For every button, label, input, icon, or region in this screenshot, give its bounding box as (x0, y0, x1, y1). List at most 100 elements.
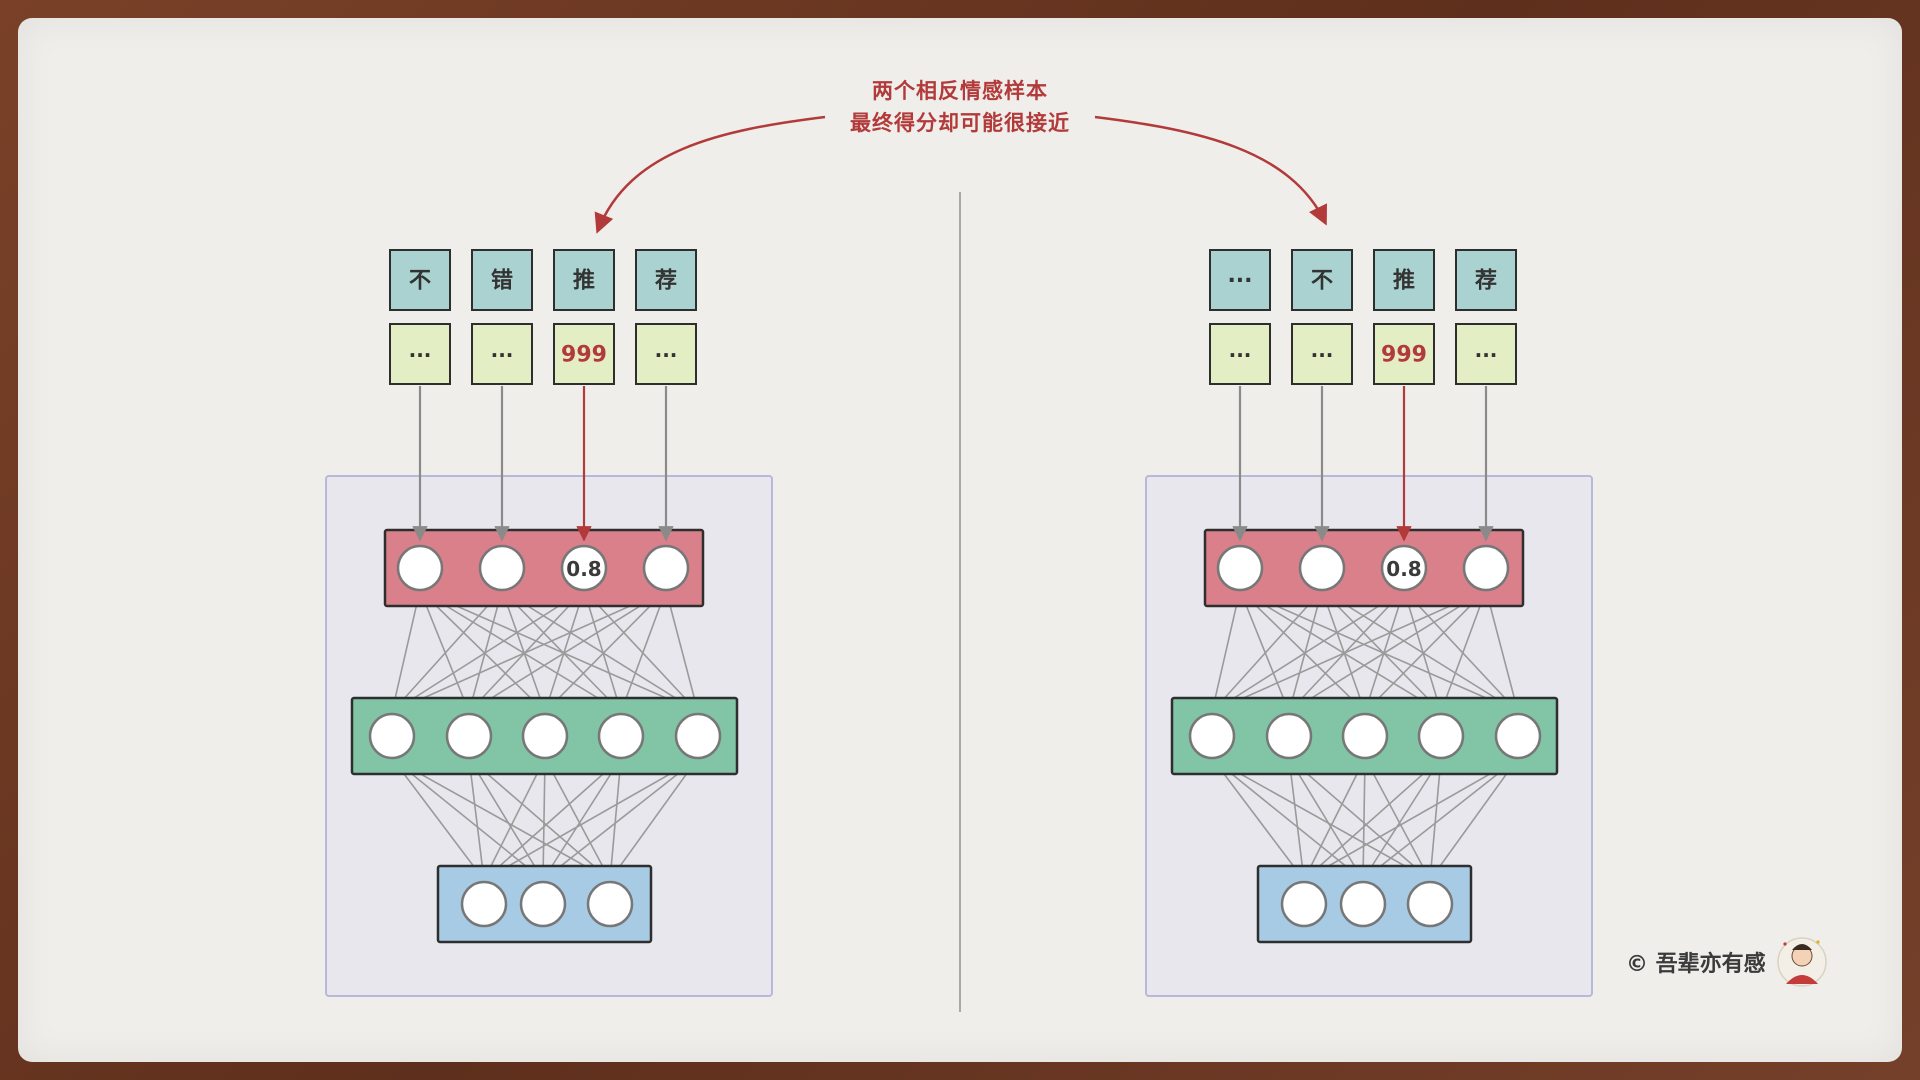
token-label: 错 (491, 268, 513, 294)
edge (1289, 589, 1487, 712)
edge (1363, 757, 1442, 880)
edge (1321, 589, 1365, 712)
edge (1304, 757, 1366, 880)
edge (392, 589, 503, 712)
embedding-box (1291, 323, 1353, 385)
token-label: 荐 (1475, 268, 1497, 294)
input-node-value: 0.8 (566, 557, 601, 581)
hidden-node (1417, 712, 1465, 760)
edge (1403, 589, 1518, 712)
token-label: 荐 (655, 268, 677, 294)
edge (419, 589, 698, 712)
edge (1289, 589, 1323, 712)
edge (1363, 757, 1365, 880)
hidden-node (521, 712, 569, 760)
edge (1304, 757, 1442, 880)
avatar-icon (1777, 937, 1827, 987)
credit: © 吾辈亦有感 (1626, 937, 1827, 987)
edge (469, 589, 585, 712)
edge (1239, 589, 1518, 712)
edge (1441, 589, 1487, 712)
token-box (635, 249, 697, 311)
hidden-node (1265, 712, 1313, 760)
edge (468, 757, 484, 880)
edge (1288, 757, 1304, 880)
output-node (1280, 880, 1328, 928)
edge (544, 757, 610, 880)
input-node (560, 544, 608, 592)
edge (468, 757, 610, 880)
edge (1239, 589, 1289, 712)
edge (484, 757, 622, 880)
token-label: 不 (1311, 269, 1333, 294)
embedding-value: ··· (409, 343, 432, 367)
edge (392, 589, 421, 712)
embedding-box (1209, 323, 1271, 385)
input-node (396, 544, 444, 592)
embedding-value: ··· (1229, 343, 1252, 367)
token-box (1209, 249, 1271, 311)
edge (1430, 757, 1519, 880)
embedding-value: ··· (1311, 343, 1334, 367)
embedding-value: ··· (655, 343, 678, 367)
edge (1365, 589, 1405, 712)
embedding-value: ··· (1475, 343, 1498, 367)
edge (610, 757, 622, 880)
edge (468, 757, 543, 880)
input-node (1380, 544, 1428, 592)
edge (1321, 589, 1518, 712)
edges-hidden-output (391, 757, 699, 880)
token-label: 不 (409, 269, 431, 294)
edge (1321, 589, 1441, 712)
output-node (460, 880, 508, 928)
hidden-node (1494, 712, 1542, 760)
embedding-box (635, 323, 697, 385)
hidden-node (1188, 712, 1236, 760)
edge (1212, 589, 1405, 712)
output-node (1406, 880, 1454, 928)
output-node (586, 880, 634, 928)
input-node (478, 544, 526, 592)
input-layer (1203, 528, 1525, 608)
embedding-value: ··· (491, 343, 514, 367)
hidden-node (674, 712, 722, 760)
edge (419, 589, 621, 712)
output-node (519, 880, 567, 928)
edge (484, 757, 546, 880)
edge (1364, 757, 1430, 880)
title-line-2: 最终得分却可能很接近 (850, 111, 1070, 135)
credit-text: © 吾辈亦有感 (1626, 951, 1766, 977)
token-box (1291, 249, 1353, 311)
edge (545, 589, 667, 712)
edge (419, 589, 469, 712)
edge (501, 589, 621, 712)
embedding-value-highlighted: 999 (1381, 343, 1427, 368)
edge (392, 589, 667, 712)
edge (583, 589, 621, 712)
edge (1211, 757, 1363, 880)
edge (621, 589, 667, 712)
embedding-box (1373, 323, 1435, 385)
edge (469, 589, 503, 712)
edge (543, 757, 622, 880)
input-node (1298, 544, 1346, 592)
input-node-value: 0.8 (1386, 557, 1421, 581)
edge (1212, 589, 1241, 712)
token-box (553, 249, 615, 311)
edge (583, 589, 698, 712)
token-label: ··· (1227, 269, 1252, 294)
edge (392, 589, 585, 712)
edge (610, 757, 699, 880)
edge (1212, 589, 1487, 712)
edge (1288, 757, 1430, 880)
edge (1363, 757, 1519, 880)
edge (484, 757, 699, 880)
edge (1485, 589, 1518, 712)
input-layer (383, 528, 705, 608)
curved-arrow-right (1094, 115, 1327, 226)
token-label: 推 (573, 269, 595, 294)
edge (501, 589, 698, 712)
embedding-box (1455, 323, 1517, 385)
